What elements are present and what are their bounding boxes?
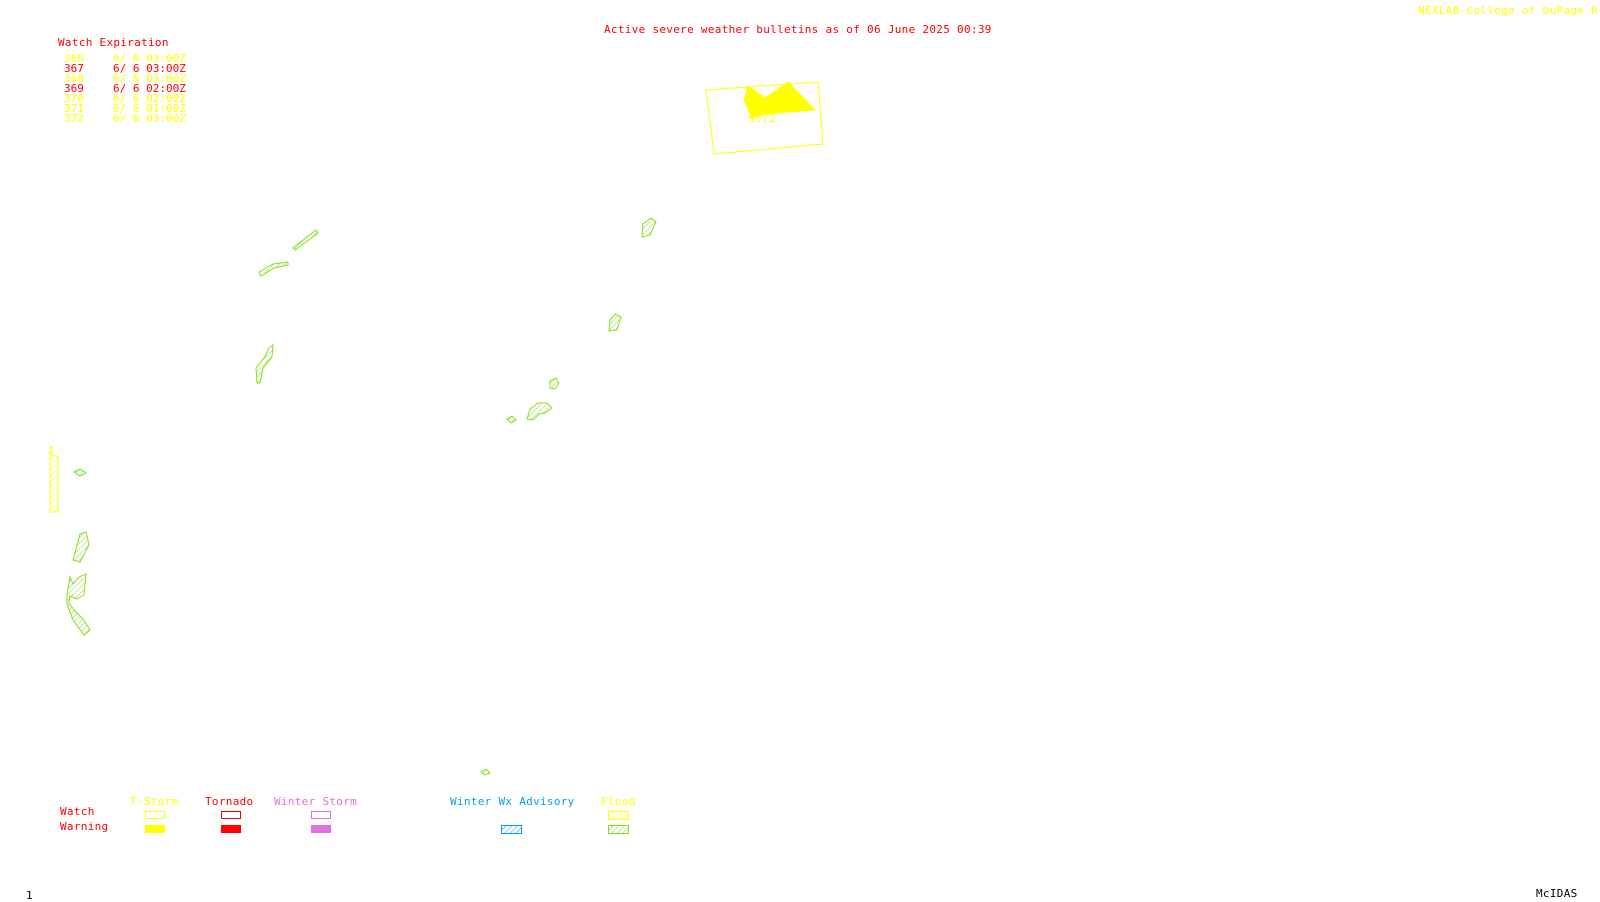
watch-expiration-time: 6/ 6 03:00Z — [113, 62, 186, 75]
legend-flood-label: Flood — [601, 795, 636, 808]
legend-winter-advisory-label: Winter Wx Advisory — [450, 795, 575, 808]
legend-flood-watch-swatch — [608, 811, 629, 820]
flood-warning-area — [549, 377, 560, 390]
flood-warning-area — [480, 768, 491, 776]
flood-warning-area — [641, 217, 657, 238]
watch-number: 367 — [64, 62, 84, 75]
legend-flood-warning-swatch — [608, 825, 629, 834]
flood-warning-area — [608, 313, 622, 332]
flood-warning-area — [72, 531, 90, 563]
legend-tstorm-watch-swatch — [145, 811, 165, 819]
bulletin-title: Active severe weather bulletins as of 06… — [604, 23, 992, 36]
watch-number: 368 — [64, 72, 84, 85]
frame-number: 1 — [26, 889, 33, 902]
watch-number: 370 — [64, 92, 84, 105]
flood-warning-area — [526, 402, 553, 421]
flood-warning-area — [292, 229, 319, 251]
tstorm-warning-area — [743, 81, 817, 119]
watch-expiration-time: 6/ 6 01:00Z — [113, 102, 186, 115]
software-label: McIDAS — [1536, 887, 1578, 900]
watch-row: 372 6/ 6 03:00Z — [64, 112, 186, 125]
watch-number: 372 — [64, 112, 84, 125]
legend-tornado-warning-swatch — [221, 825, 241, 833]
legend-warning-row-label: Warning — [60, 820, 109, 833]
watch-number: 371 — [64, 102, 84, 115]
watch-row: 369 6/ 6 02:00Z — [64, 82, 186, 95]
watch-expiration-time: 6/ 6 02:00Z — [113, 82, 186, 95]
legend-winter-storm-warning-swatch — [311, 825, 331, 833]
watch-row: 366 6/ 6 03:00Z — [64, 52, 186, 65]
watch-number: 366 — [64, 52, 84, 65]
watch-expiration-time: 6/ 6 03:00Z — [113, 52, 186, 65]
watch-expiration-time: 6/ 6 02:00Z — [113, 92, 186, 105]
flood-warning-area — [506, 415, 517, 424]
legend-tstorm-warning-swatch — [145, 825, 165, 833]
flood-watch-area — [49, 446, 59, 513]
flood-warning-areas — [66, 217, 657, 776]
watch-box-label: S372 — [748, 112, 776, 125]
watch-expiration-heading: Watch Expiration — [58, 36, 169, 49]
legend-watch-row-label: Watch — [60, 805, 95, 818]
watch-row: 368 6/ 6 03:00Z — [64, 72, 186, 85]
legend-winter-storm-label: Winter Storm — [274, 795, 358, 808]
legend-winter-advisory-swatch — [501, 825, 522, 834]
legend-tornado-label: Tornado — [205, 795, 254, 808]
watch-row: 367 6/ 6 03:00Z — [64, 62, 186, 75]
legend-tornado-watch-swatch — [221, 811, 241, 819]
watch-box-s372 — [705, 81, 824, 155]
watch-expiration-time: 6/ 6 03:00Z — [113, 72, 186, 85]
flood-warning-area — [66, 573, 91, 636]
watch-row: 370 6/ 6 02:00Z — [64, 92, 186, 105]
credit-label: NEXLAB-College of DuPage R — [1418, 4, 1598, 17]
watch-row: 371 6/ 6 01:00Z — [64, 102, 186, 115]
legend-winter-storm-watch-swatch — [311, 811, 331, 819]
legend-tstorm-label: T-Storm — [130, 795, 179, 808]
flood-warning-area — [255, 343, 274, 384]
watch-number: 369 — [64, 82, 84, 95]
flood-warning-area — [73, 468, 87, 477]
flood-warning-area — [258, 261, 289, 277]
watch-expiration-time: 6/ 6 03:00Z — [113, 112, 186, 125]
